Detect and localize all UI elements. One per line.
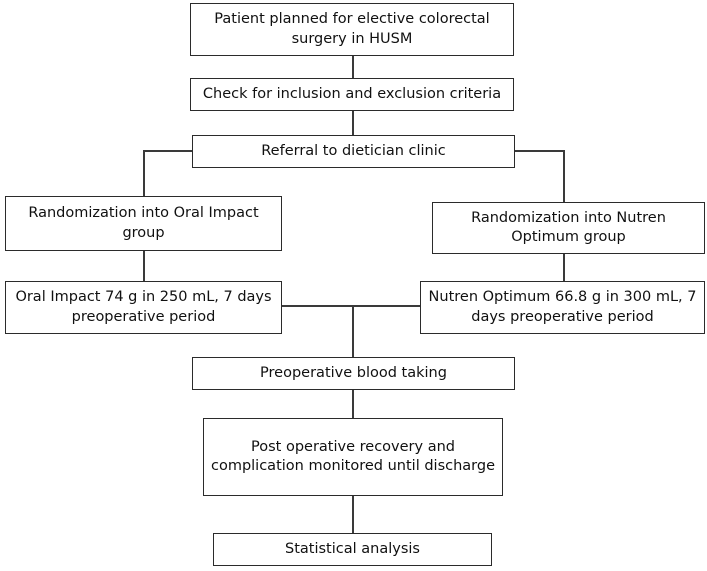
node-postoperative-recovery: Post operative recovery and complication… bbox=[203, 418, 503, 496]
node-randomization-nutren-optimum: Randomization into Nutren Optimum group bbox=[432, 202, 705, 254]
connector-blood-to-recovery bbox=[352, 389, 354, 419]
node-randomization-oral-impact: Randomization into Oral Impact group bbox=[5, 196, 282, 251]
connector-left-branch-to-randomization bbox=[143, 195, 145, 197]
node-referral-dietician: Referral to dietician clinic bbox=[192, 135, 515, 168]
connector-check-to-referral bbox=[352, 110, 354, 136]
node-preoperative-blood-taking: Preoperative blood taking bbox=[192, 357, 515, 390]
connector-oral-randomization-to-dose bbox=[143, 250, 145, 281]
connector-patient-to-check bbox=[352, 55, 354, 79]
connector-referral-right-vertical bbox=[563, 150, 565, 203]
connector-nutren-dose-merge-horizontal bbox=[352, 305, 421, 307]
node-statistical-analysis: Statistical analysis bbox=[213, 533, 492, 566]
connector-referral-left-vertical bbox=[143, 150, 145, 196]
node-oral-impact-dose: Oral Impact 74 g in 250 mL, 7 days preop… bbox=[5, 281, 282, 334]
connector-merge-to-blood-taking bbox=[352, 305, 354, 358]
connector-referral-left-horizontal bbox=[143, 150, 193, 152]
node-check-criteria: Check for inclusion and exclusion criter… bbox=[190, 78, 514, 111]
node-patient-planned: Patient planned for elective colorectal … bbox=[190, 3, 514, 56]
connector-nutren-randomization-to-dose bbox=[563, 253, 565, 281]
connector-referral-right-horizontal bbox=[514, 150, 565, 152]
connector-recovery-to-analysis bbox=[352, 495, 354, 534]
connector-oral-dose-merge-horizontal bbox=[281, 305, 353, 307]
node-nutren-optimum-dose: Nutren Optimum 66.8 g in 300 mL, 7 days … bbox=[420, 281, 705, 334]
